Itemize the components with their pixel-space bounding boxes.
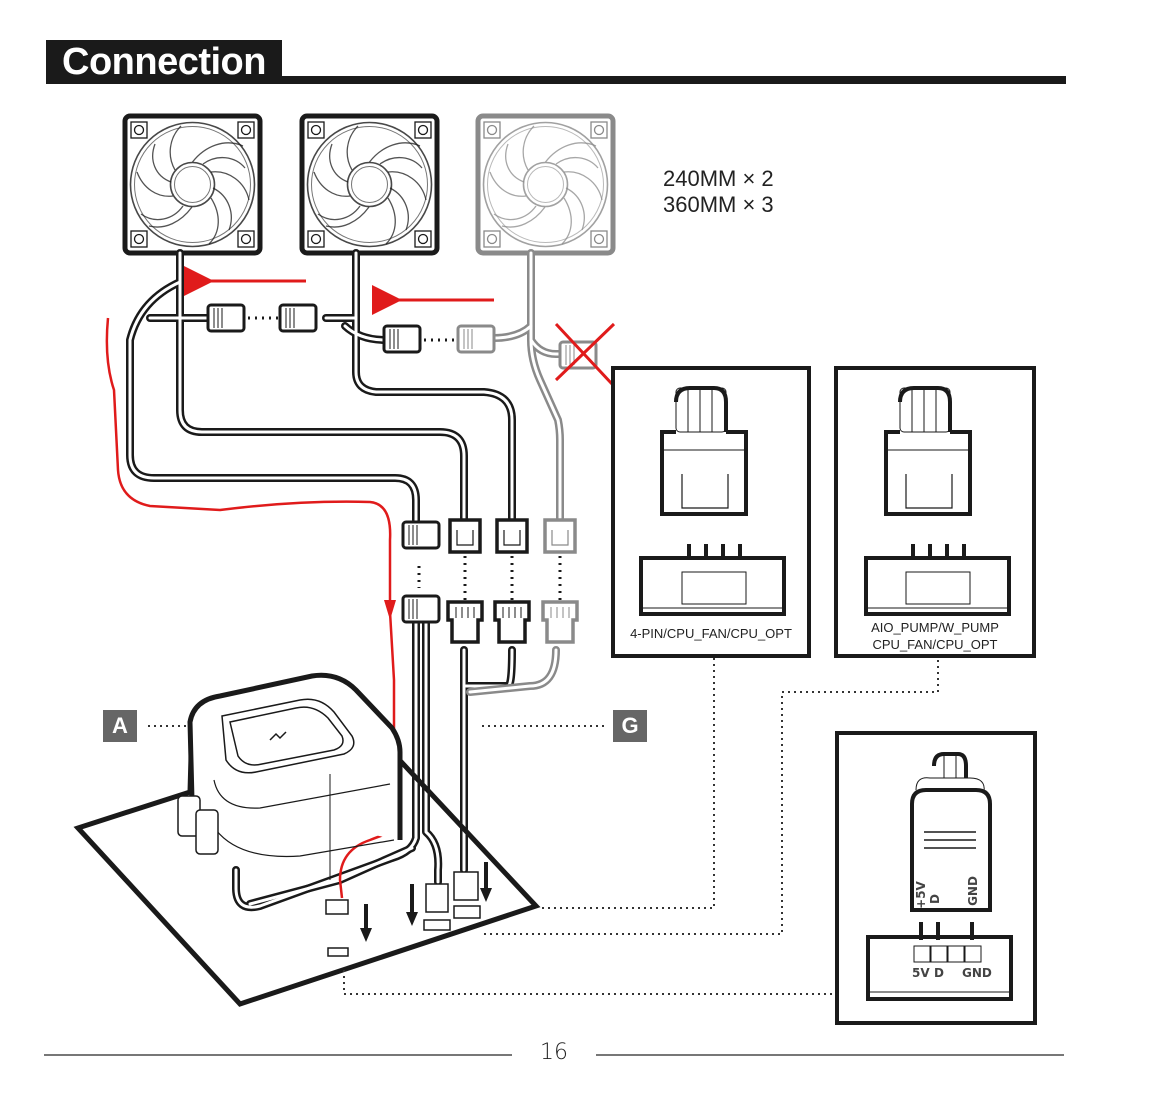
argb-connector-female-2: [278, 303, 318, 333]
fan-2: [302, 116, 437, 253]
argb-route-line: [105, 317, 400, 899]
fan-plug-3-top: [543, 518, 577, 554]
cables-optional: [466, 249, 566, 696]
argb-connector-male-2: [382, 324, 422, 354]
fan-plug-2-top: [495, 518, 529, 554]
argb-plug-chain: [401, 520, 441, 550]
fan-plug-2-bottom: [493, 600, 531, 644]
fan-header-panel: [611, 366, 811, 658]
argb-plug-pin-d: D: [927, 894, 942, 904]
cables-active: [126, 249, 516, 912]
fan-3-optional: [478, 116, 613, 253]
argb-plug-pin-gnd: GND: [965, 876, 980, 906]
argb-plug-pin-5v: +5V: [913, 881, 928, 909]
fan-spec-240: 240MM × 2: [663, 166, 774, 191]
insert-arrows: [360, 862, 492, 942]
fan-spec-360: 360MM × 3: [663, 192, 774, 217]
argb-header-pin-gnd: GND: [962, 966, 992, 980]
cross-icon: [554, 322, 616, 386]
callout-badge-g: G: [613, 710, 647, 742]
arrow-left-icon: [184, 266, 494, 315]
argb-connector-male-1: [206, 303, 246, 333]
fan-plug-1-top: [448, 518, 482, 554]
section-title-background: [46, 40, 282, 84]
arrow-down-icon: [384, 600, 396, 620]
fan-plug-1-bottom: [446, 600, 484, 644]
argb-header-pin-5v: 5V: [912, 966, 930, 980]
callout-badge-a: A: [103, 710, 137, 742]
fan-header-label: 4-PIN/CPU_FAN/CPU_OPT: [630, 626, 792, 641]
fan-1: [125, 116, 260, 253]
mb-header-fan: [453, 871, 481, 919]
argb-header-pin-d: D: [934, 966, 944, 980]
argb-header-panel: [835, 731, 1037, 1025]
section-title: Connection: [62, 41, 266, 83]
callout-lines: [148, 658, 939, 995]
connection-dots: [248, 316, 562, 600]
argb-plug-header: [401, 594, 441, 624]
pump-header-panel: [834, 366, 1036, 658]
argb-connector-female-3: [456, 324, 496, 354]
pump-block: [177, 672, 403, 880]
fan-spec: 240MM × 2 360MM × 3: [663, 166, 774, 218]
page-number: 16: [540, 1040, 568, 1065]
fan-plug-3-bottom: [541, 600, 579, 644]
pump-header-label-line2: CPU_FAN/CPU_OPT: [872, 637, 998, 652]
pump-header-label-line1: AIO_PUMP/W_PUMP: [871, 620, 999, 635]
title-rule: [282, 76, 1066, 84]
mb-header-argb: [325, 899, 349, 957]
mb-header-pump: [423, 883, 451, 931]
